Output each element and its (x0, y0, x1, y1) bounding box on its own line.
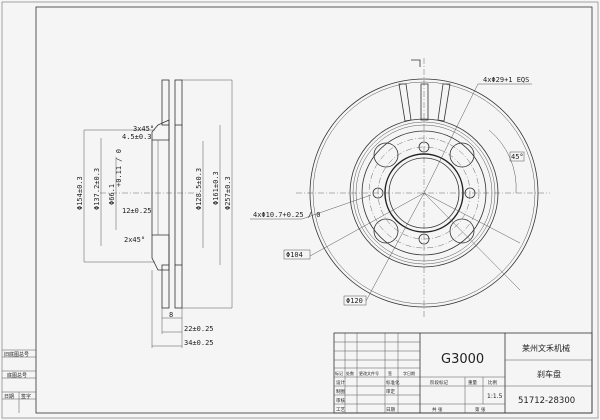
sheet-label: 第 张 (475, 406, 486, 413)
dia-257-label: Φ257±0.3 (224, 176, 232, 210)
stage-label: 阶段标记 (430, 379, 448, 386)
depth-label: 4.5±0.3 (122, 133, 152, 141)
strip-label: 旧底图总号 (4, 351, 29, 358)
thread-depth-label: 12±0.25 (122, 207, 152, 215)
strip-label: 底图总号 (7, 372, 27, 379)
angle-label: 45° (511, 153, 524, 161)
dia-66-label: Φ66.1 (108, 184, 116, 205)
rev-header: 更改文件号 (359, 370, 379, 376)
part-number: 51712-28300 (518, 396, 575, 406)
role-label: 审核 (336, 397, 345, 404)
pcd-120-label: Φ120 (346, 297, 363, 305)
scale-label: 比例 (488, 379, 497, 386)
rev-header: 处数 (346, 370, 354, 376)
small-holes-label: 4xΦ10.7+0.25 / 0 (253, 211, 320, 219)
role-label: 设计 (336, 379, 345, 386)
side-strip: 旧底图总号 底图总号 日期 签字 (2, 349, 36, 413)
title-block: 标记 处数 更改文件号 签 字日期 设计 制图 审核 工艺 标准化 审定 日期 … (333, 332, 593, 414)
overall-height-label: 34±0.25 (184, 339, 214, 347)
front-view: 4xΦ29+1 EQS 45° 4xΦ10.7+0.25 / 0 Φ104 Φ1… (250, 58, 550, 318)
dia-66-tolerance: +0.11 / 0 (115, 149, 123, 187)
role-label: 日期 (386, 407, 395, 413)
rev-header: 字日期 (403, 370, 415, 376)
dia-154-label: Φ154±0.3 (76, 176, 84, 210)
role-label: 工艺 (336, 407, 345, 413)
side-section-view: 3x45° 4.5±0.3 Φ154±0.3 Φ137.2±0.3 Φ66.1 … (76, 79, 233, 348)
dia-161-label: Φ161±0.3 (212, 171, 220, 205)
chamfer-inner-label: 2x45° (124, 236, 145, 244)
scale-value: 1:1.5 (487, 393, 503, 400)
sheets-label: 共 张 (432, 406, 443, 413)
role-label: 制图 (336, 388, 345, 395)
vent-gap-label: 8 (169, 311, 173, 319)
inner-frame (35, 6, 593, 414)
rev-header: 标记 (335, 370, 343, 376)
dia-128-label: Φ128.5±0.3 (195, 168, 203, 210)
pcd-104-label: Φ104 (286, 251, 303, 259)
part-name: 刹车盘 (537, 369, 561, 379)
strip-label: 签字 (21, 393, 31, 400)
dia-137-label: Φ137.2±0.3 (93, 168, 101, 210)
role-label: 审定 (386, 388, 395, 395)
weight-label: 重量 (468, 379, 477, 386)
rev-header: 签 (388, 370, 392, 376)
chamfer-outer-label: 3x45° (133, 125, 154, 133)
thickness-label: 22±0.25 (184, 325, 214, 333)
large-holes-label: 4xΦ29+1 EQS (483, 76, 529, 84)
role-label: 标准化 (386, 379, 400, 386)
model-number: G3000 (441, 352, 484, 367)
strip-label: 日期 (4, 394, 14, 400)
company-name: 莱州文禾机械 (522, 343, 570, 353)
